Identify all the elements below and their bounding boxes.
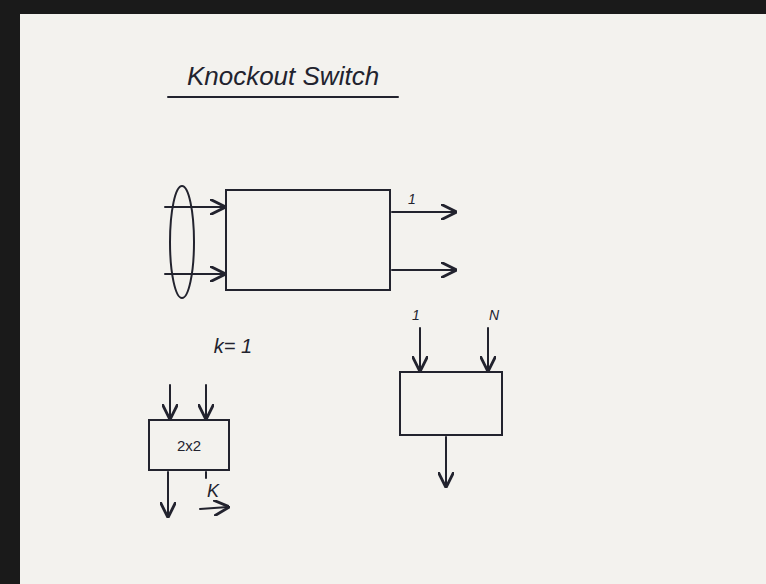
title-underline (168, 96, 398, 98)
input-arrow (487, 328, 489, 370)
sketch-label: k= 1 (214, 335, 252, 357)
knockout-arrow (200, 507, 228, 509)
output-arrow (392, 211, 455, 213)
input-arrow (165, 206, 224, 208)
input-arrow (205, 385, 207, 418)
switch-box (226, 190, 390, 290)
output-arrow (392, 269, 455, 271)
input-arrow (169, 385, 171, 418)
output-arrow (167, 472, 169, 516)
output-arrow (445, 437, 447, 486)
input-arrow (419, 328, 421, 370)
paper-ground (20, 14, 766, 584)
sketch-label: K (207, 482, 219, 502)
input-arrow (165, 273, 224, 275)
input-group-ellipse (170, 186, 194, 298)
element-label: 2x2 (177, 437, 201, 454)
concentrator-box (400, 372, 502, 435)
sketch-label: N (489, 308, 499, 323)
title: Knockout Switch (187, 62, 379, 91)
sketch-label: 1 (412, 308, 420, 323)
output-stub (205, 472, 207, 478)
sketch-label: 1 (408, 192, 416, 207)
switch-element-box: 2x2 (148, 419, 230, 471)
